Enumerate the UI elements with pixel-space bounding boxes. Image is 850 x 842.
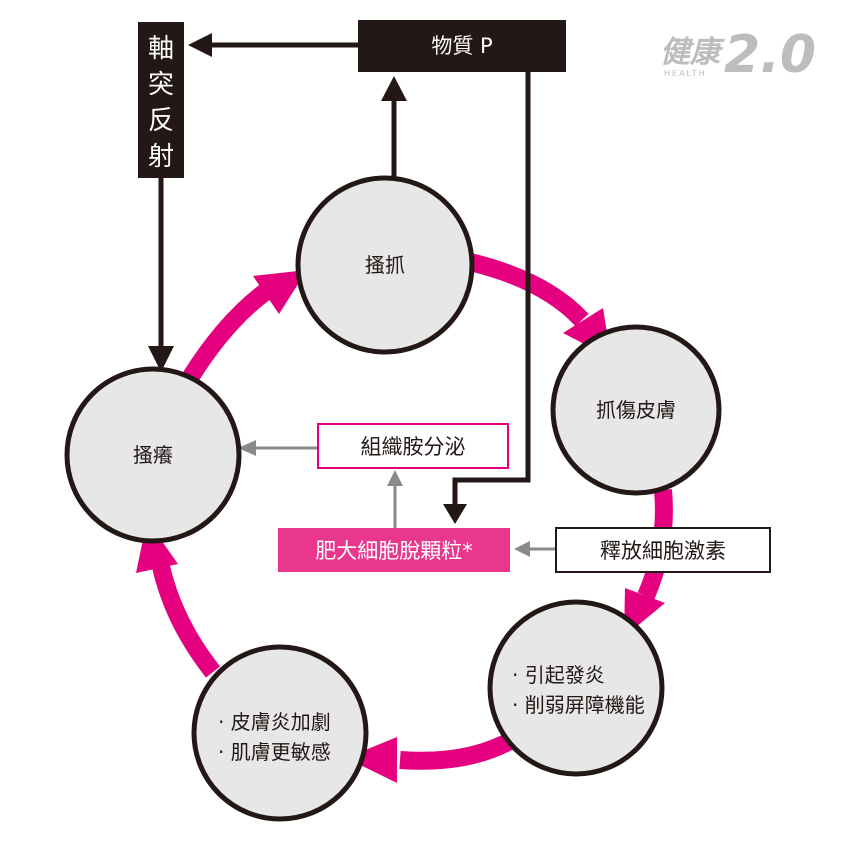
arrowhead-histamine-to-itch [238, 440, 256, 456]
arrowhead-substance-to-mast-cell [443, 504, 467, 524]
arrowhead-to-worsen [346, 737, 397, 783]
node-skin-damage-label: 抓傷皮膚 [596, 398, 676, 422]
mast-cell-label: 肥大細胞脫顆粒* [315, 539, 473, 563]
substance-p-label: 物質 P [431, 34, 492, 58]
logo-text-num: 2.0 [724, 25, 816, 85]
axon-reflex-box: 軸 突 反 射 [138, 22, 184, 178]
node-itch: 搔癢 [64, 366, 242, 544]
node-scratch: 搔抓 [295, 175, 475, 355]
node-worsen-line-1: ‧ 皮膚炎加劇 [218, 710, 331, 734]
axon-reflex-char-1: 軸 [148, 34, 174, 64]
arc-scratch-to-skin [467, 253, 589, 327]
arrowhead-to-scratch [253, 270, 307, 314]
release-hormone-label: 釋放細胞激素 [600, 539, 726, 563]
arrowhead-mast-to-histamine [387, 470, 403, 486]
arc-itch-to-scratch [182, 284, 271, 383]
node-inflammation-line-2: ‧ 削弱屏障機能 [512, 693, 645, 717]
node-inflammation-line-1: ‧ 引起發炎 [512, 663, 605, 687]
mast-cell-box: 肥大細胞脫顆粒* [278, 528, 510, 572]
arrowhead-axon-to-itch [148, 346, 174, 372]
substance-p-box: 物質 P [358, 20, 566, 72]
arc-worsen-to-itch [151, 560, 221, 678]
cycle-arcs [136, 253, 673, 783]
health-2-0-logo: 健康 2.0 HEALTH [660, 25, 816, 85]
arrowhead-scratch-to-substance [381, 76, 407, 101]
logo-text-main: 健康 [660, 35, 725, 70]
arrow-substance-to-mast-cell [452, 72, 531, 510]
gray-connectors [238, 440, 556, 557]
black-connectors [148, 33, 531, 524]
arc-inflammation-to-worsen [399, 730, 520, 770]
axon-reflex-char-2: 突 [148, 70, 174, 100]
axon-reflex-char-3: 反 [148, 106, 174, 136]
arrowhead-substance-to-axon [188, 33, 212, 57]
logo-text-sub: HEALTH [664, 69, 707, 78]
histamine-box: 組織胺分泌 [317, 423, 509, 469]
release-hormone-box: 釋放細胞激素 [555, 527, 771, 573]
node-itch-label: 搔癢 [133, 443, 173, 467]
node-scratch-label: 搔抓 [365, 253, 405, 277]
axon-reflex-char-4: 射 [148, 142, 174, 172]
arrowhead-hormone-to-mast [514, 541, 530, 557]
node-inflammation: ‧ 引起發炎 ‧ 削弱屏障機能 [487, 599, 665, 777]
histamine-label: 組織胺分泌 [361, 435, 466, 459]
node-skin-damage: 抓傷皮膚 [550, 324, 722, 496]
node-worsen-line-2: ‧ 肌膚更敏感 [218, 740, 331, 764]
node-worsen: ‧ 皮膚炎加劇 ‧ 肌膚更敏感 [191, 644, 369, 822]
